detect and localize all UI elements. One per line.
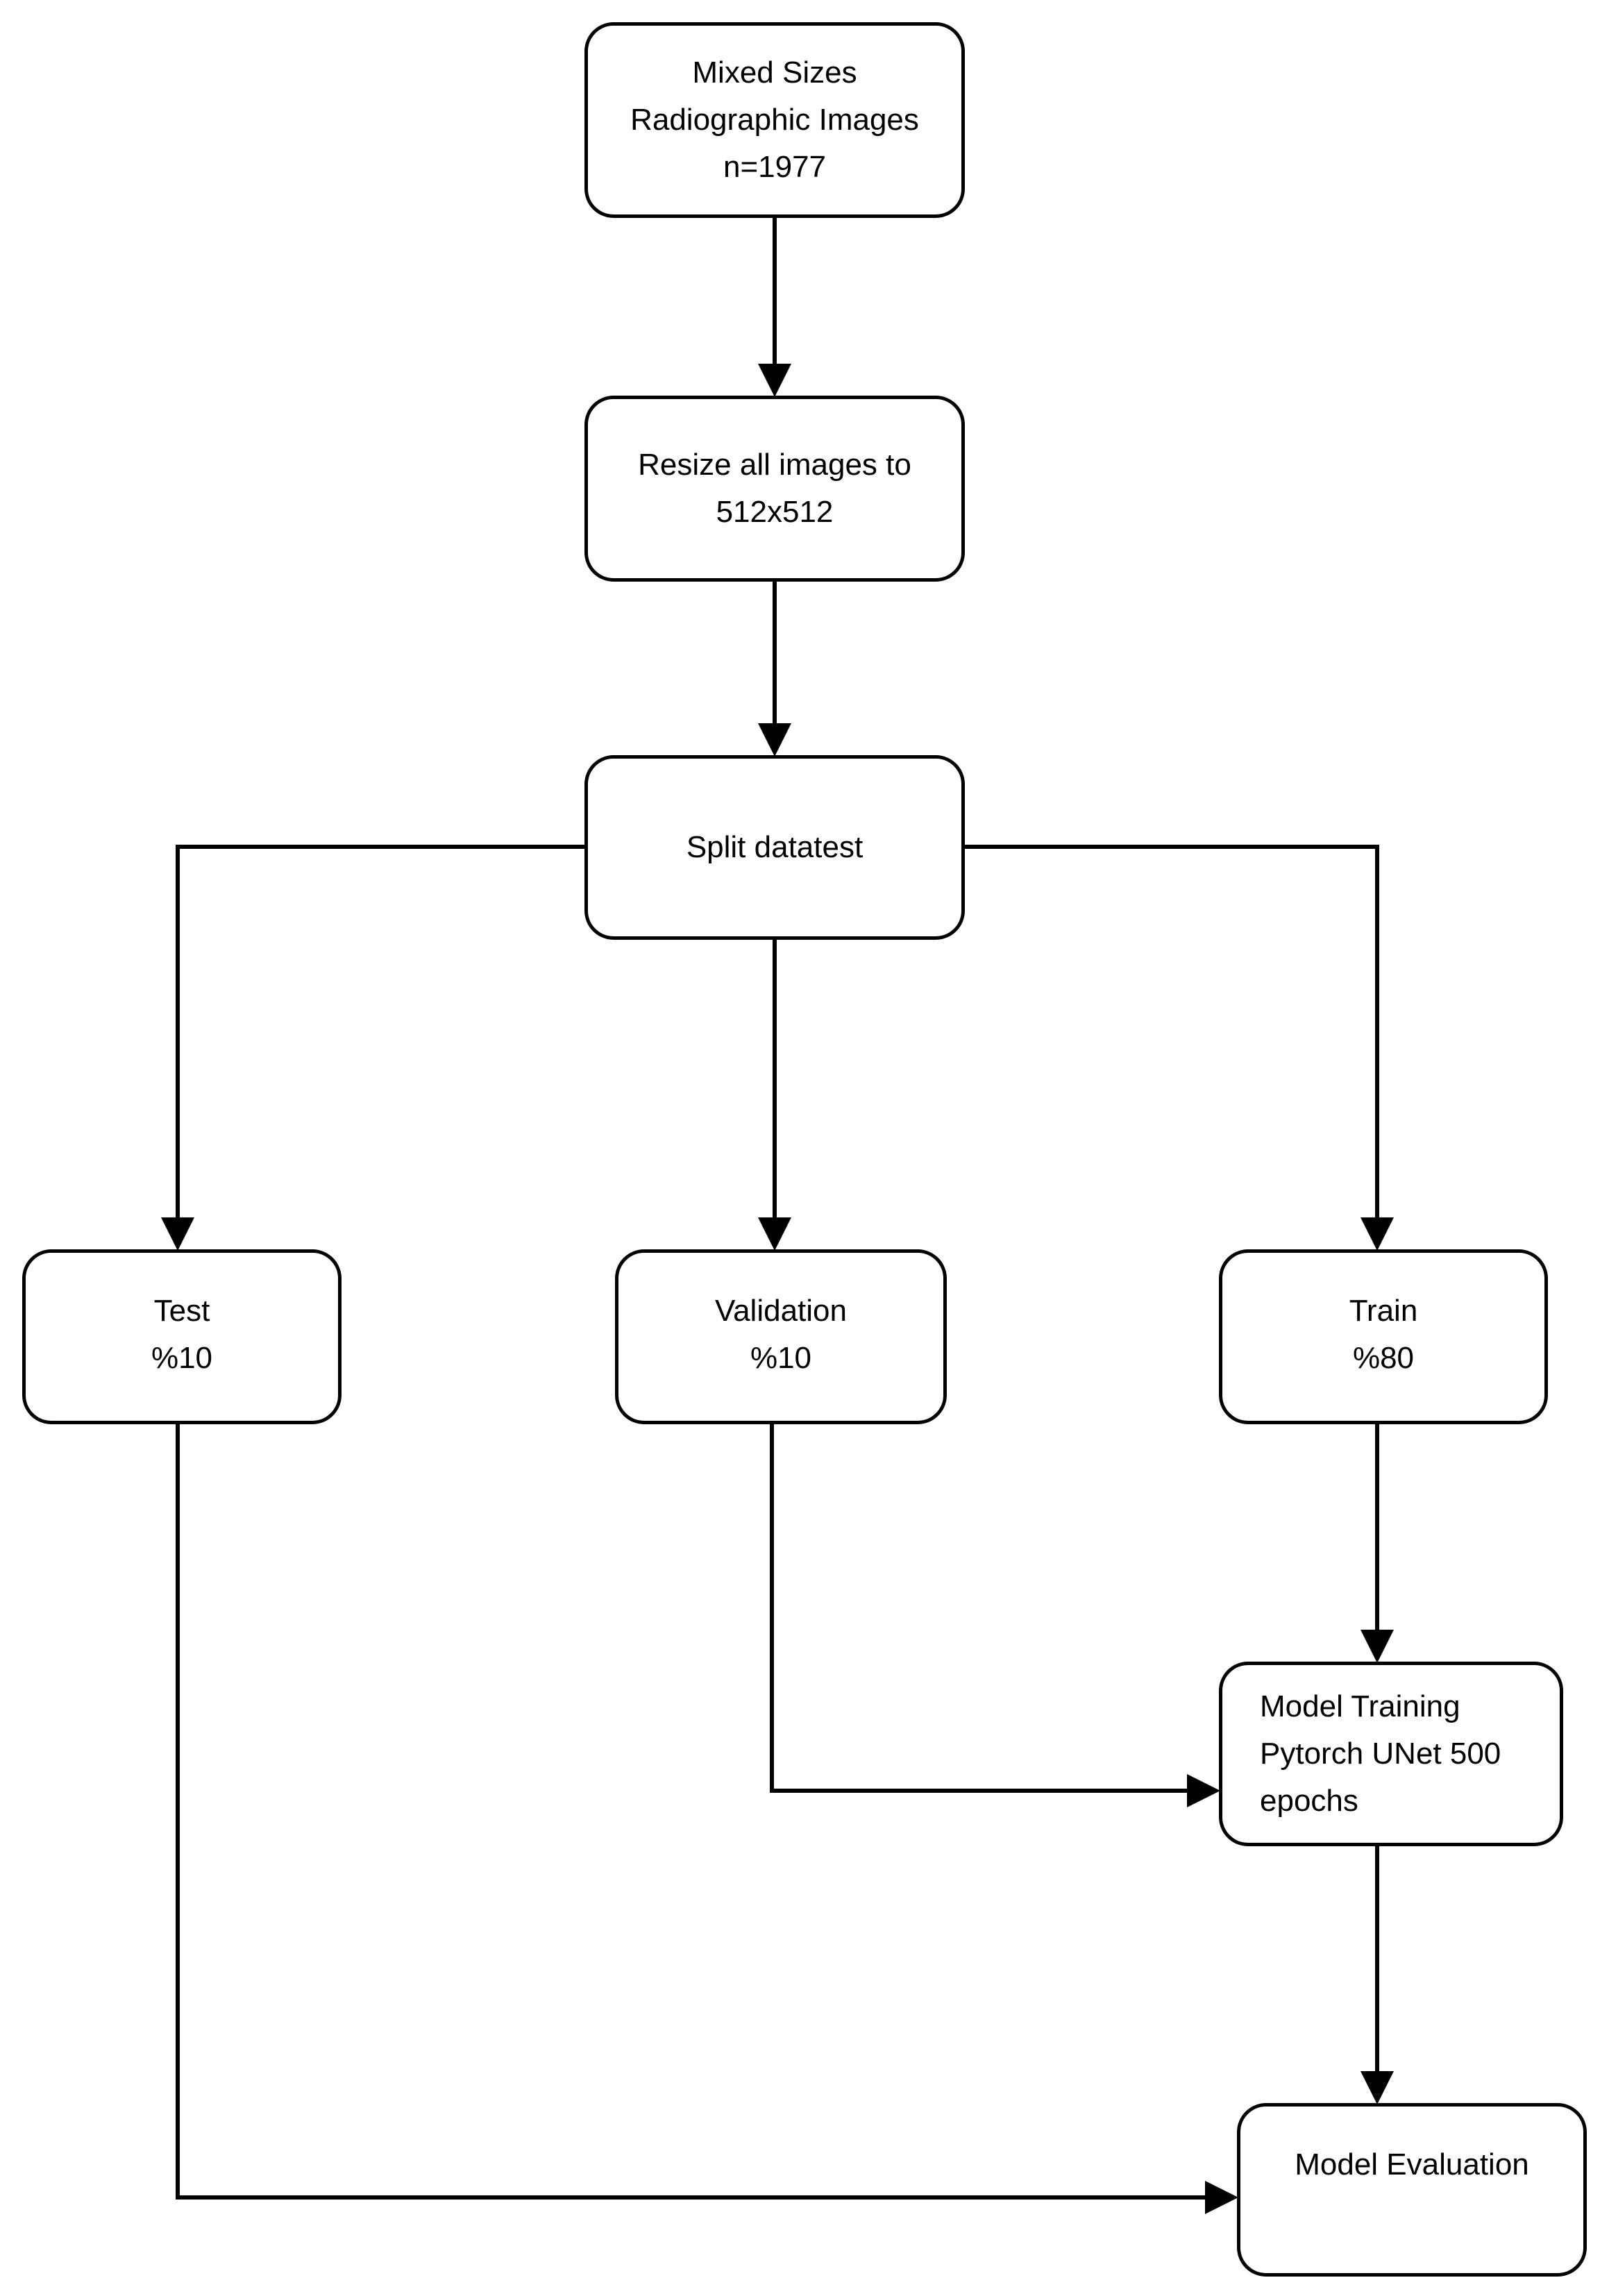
node-model-training-line-3: epochs (1260, 1784, 1358, 1818)
node-train: Train %80 (1219, 1249, 1548, 1424)
arrow-split-to-test (161, 845, 584, 1251)
node-split-line-1: Split datatest (686, 830, 864, 864)
arrow-split-to-train (965, 845, 1394, 1251)
node-source-line-2: Radiographic Images (630, 103, 919, 137)
node-train-line-1: Train (1349, 1294, 1418, 1328)
node-test-line-2: %10 (151, 1341, 213, 1375)
node-split: Split datatest (584, 755, 965, 940)
node-source-line-3: n=1977 (723, 150, 827, 184)
node-resize-line-1: Resize all images to (638, 448, 911, 482)
node-model-training: Model Training Pytorch UNet 500 epochs (1219, 1662, 1563, 1846)
node-resize: Resize all images to 512x512 (584, 396, 965, 582)
node-validation-line-1: Validation (715, 1294, 847, 1328)
node-resize-line-2: 512x512 (716, 495, 834, 529)
node-model-evaluation: Model Evaluation (1237, 2103, 1587, 2277)
arrow-test-to-model-evaluation (176, 1424, 1238, 2214)
node-validation-line-2: %10 (750, 1341, 812, 1375)
arrow-validation-to-model-training (770, 1424, 1220, 1807)
node-source-line-1: Mixed Sizes (692, 56, 857, 90)
node-model-training-line-2: Pytorch UNet 500 (1260, 1737, 1501, 1771)
node-train-line-2: %80 (1352, 1341, 1415, 1375)
node-source: Mixed Sizes Radiographic Images n=1977 (584, 22, 965, 218)
node-test-line-1: Test (153, 1294, 210, 1328)
node-model-evaluation-line-1: Model Evaluation (1295, 2147, 1529, 2181)
node-test: Test %10 (22, 1249, 342, 1424)
node-validation: Validation %10 (615, 1249, 947, 1424)
node-model-training-line-1: Model Training (1260, 1689, 1460, 1723)
